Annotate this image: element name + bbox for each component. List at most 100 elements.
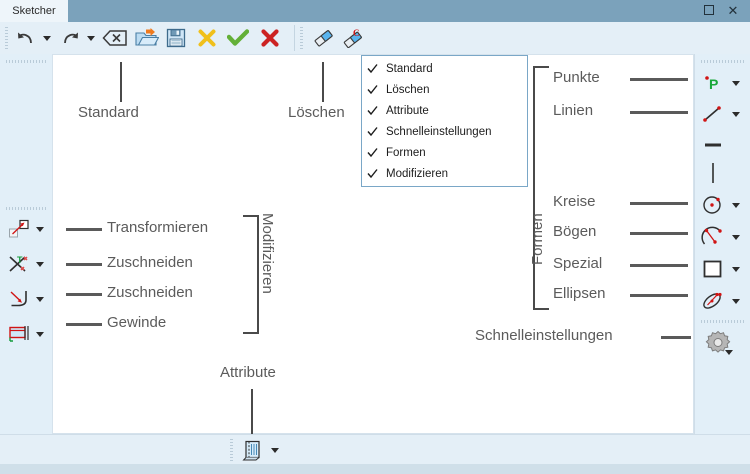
caret-down-icon — [732, 111, 740, 117]
leader-linien — [630, 111, 688, 114]
bracket-modifizieren — [243, 215, 259, 334]
attributes-button[interactable] — [240, 437, 266, 463]
menu-item-formen[interactable]: Formen — [362, 142, 527, 163]
right-toolbar: P — [694, 54, 750, 434]
leader-schnelleinstellungen — [661, 336, 691, 339]
save-button[interactable] — [162, 25, 190, 51]
annotation-loeschen: Löschen — [288, 104, 345, 121]
leader-zuschneiden-1 — [66, 263, 102, 266]
maximize-icon[interactable] — [698, 0, 720, 22]
fillet-dropdown[interactable] — [34, 286, 46, 312]
menu-item-schnelleinstellungen[interactable]: Schnelleinstellungen — [362, 121, 527, 142]
transform-dropdown[interactable] — [34, 216, 46, 242]
menu-item-modifizieren[interactable]: Modifizieren — [362, 163, 527, 184]
ellipse-button[interactable] — [699, 288, 727, 314]
menu-item-label: Attribute — [386, 104, 429, 117]
annotation-transformieren: Transformieren — [107, 219, 209, 236]
annotation-punkte: Punkte — [553, 69, 600, 86]
annotation-spezial: Spezial — [553, 255, 603, 272]
leader-boegen — [630, 232, 688, 235]
rectangle-button[interactable] — [699, 256, 727, 282]
checkmark-icon — [366, 167, 379, 180]
annotation-gewinde: Gewinde — [107, 314, 167, 331]
undo-dropdown[interactable] — [40, 25, 54, 51]
bottom-toolbar-grip[interactable] — [230, 439, 233, 461]
fillet-button[interactable] — [6, 286, 32, 312]
circle-dropdown[interactable] — [729, 192, 743, 218]
redo-dropdown[interactable] — [84, 25, 98, 51]
transform-button[interactable] — [6, 216, 32, 242]
context-menu[interactable]: Standard Löschen Attribute Schnelleinste… — [361, 55, 528, 187]
menu-item-label: Schnelleinstellungen — [386, 125, 492, 138]
annotation-linien: Linien — [553, 102, 594, 119]
thread-button[interactable] — [6, 321, 32, 347]
annotation-zuschneiden-1: Zuschneiden — [107, 254, 193, 271]
bracket-formen — [533, 66, 549, 310]
arc-dropdown[interactable] — [729, 224, 743, 250]
annotation-kreise: Kreise — [553, 193, 596, 210]
erase-button[interactable] — [310, 25, 338, 51]
toolbar-grip[interactable] — [5, 27, 8, 49]
bottom-toolbar — [0, 434, 750, 465]
right-toolbar-grip-shapes[interactable] — [701, 60, 745, 63]
annotation-standard: Standard — [78, 104, 139, 121]
redo-button[interactable] — [56, 25, 84, 51]
checkmark-icon — [366, 104, 379, 117]
checkmark-icon — [366, 62, 379, 75]
tab-sketcher[interactable]: Sketcher — [0, 0, 68, 22]
vertical-line-button[interactable] — [699, 160, 727, 186]
menu-item-standard[interactable]: Standard — [362, 58, 527, 79]
menu-item-loeschen[interactable]: Löschen — [362, 79, 527, 100]
left-toolbar-grip-top[interactable] — [6, 60, 46, 63]
attributes-dropdown[interactable] — [268, 437, 282, 463]
caret-down-icon — [43, 35, 51, 41]
svg-text:C: C — [353, 28, 360, 38]
leader-spezial — [630, 264, 688, 267]
open-button[interactable] — [133, 25, 161, 51]
cancel-button[interactable] — [193, 25, 221, 51]
accept-button[interactable] — [224, 25, 252, 51]
leader-loeschen — [322, 62, 324, 102]
line-button[interactable] — [699, 101, 727, 127]
circle-button[interactable] — [699, 192, 727, 218]
caret-down-icon — [36, 226, 44, 232]
caret-down-icon — [732, 266, 740, 272]
point-button[interactable]: P — [699, 70, 727, 96]
trim-button[interactable]: T — [6, 251, 32, 277]
leader-kreise — [630, 202, 688, 205]
horizontal-line-button[interactable] — [699, 132, 727, 158]
rectangle-dropdown[interactable] — [729, 256, 743, 282]
leader-ellipsen — [630, 294, 688, 297]
quicksettings-button[interactable] — [703, 328, 733, 358]
close-sketch-button[interactable] — [256, 25, 284, 51]
annotation-boegen: Bögen — [553, 223, 597, 240]
close-icon[interactable]: ✕ — [727, 3, 739, 18]
caret-down-icon — [87, 35, 95, 41]
caret-down-icon — [36, 331, 44, 337]
left-toolbar-grip-modify[interactable] — [6, 207, 46, 210]
undo-button[interactable] — [12, 25, 40, 51]
caret-down-icon — [732, 234, 740, 240]
thread-dropdown[interactable] — [34, 321, 46, 347]
arc-button[interactable] — [699, 224, 727, 250]
erase-all-button[interactable]: C — [339, 25, 369, 51]
left-toolbar: T — [0, 54, 53, 434]
title-bar: Sketcher ✕ — [0, 0, 750, 22]
leader-zuschneiden-2 — [66, 293, 102, 296]
caret-down-icon — [732, 80, 740, 86]
caret-down-icon — [36, 261, 44, 267]
quicksettings-dropdown[interactable] — [723, 346, 735, 358]
right-toolbar-grip-quicksettings[interactable] — [701, 320, 745, 323]
ellipse-dropdown[interactable] — [729, 288, 743, 314]
trim-dropdown[interactable] — [34, 251, 46, 277]
menu-item-label: Formen — [386, 146, 426, 159]
leader-attribute — [251, 389, 253, 434]
caret-down-icon — [732, 202, 740, 208]
line-dropdown[interactable] — [729, 101, 743, 127]
leader-transformieren — [66, 228, 102, 231]
delete-button[interactable] — [101, 25, 129, 51]
toolbar-grip[interactable] — [300, 27, 303, 49]
point-dropdown[interactable] — [729, 70, 743, 96]
menu-item-attribute[interactable]: Attribute — [362, 100, 527, 121]
